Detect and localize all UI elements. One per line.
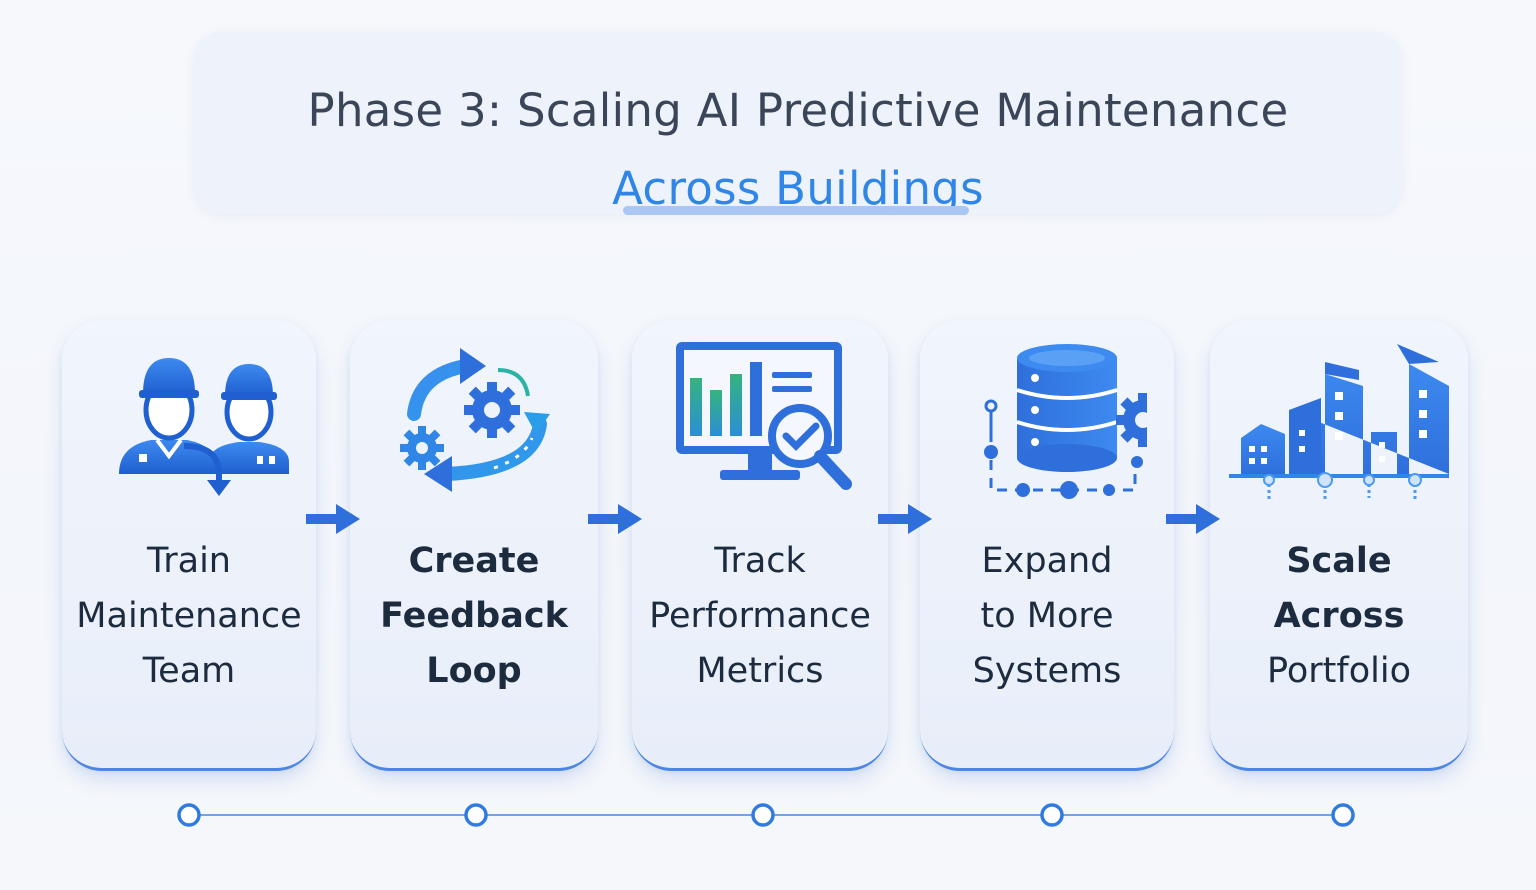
step-card-train-team: Train Maintenance Team <box>62 320 316 771</box>
flow-arrow-icon <box>306 504 360 534</box>
title-box: Phase 3: Scaling AI Predictive Maintenan… <box>194 32 1402 215</box>
timeline <box>177 803 1355 827</box>
timeline-node <box>1331 803 1355 827</box>
step-card-track-metrics: Track Performance Metrics <box>632 320 888 771</box>
timeline-node <box>177 803 201 827</box>
flow-arrow-icon <box>588 504 642 534</box>
step-card-feedback-loop: Create Feedback Loop <box>350 320 598 771</box>
performance-monitor-icon <box>632 334 888 510</box>
maintenance-team-icon <box>62 334 316 510</box>
step-label: Track Performance Metrics <box>649 541 871 691</box>
step-label: Create Feedback Loop <box>380 541 568 691</box>
database-gear-icon <box>920 334 1174 510</box>
timeline-node <box>751 803 775 827</box>
title-underline <box>623 206 969 215</box>
step-label: Expand to More Systems <box>972 541 1122 691</box>
timeline-node <box>1040 803 1064 827</box>
feedback-loop-icon <box>350 334 598 510</box>
flow-arrow-icon <box>878 504 932 534</box>
flow-arrow-icon <box>1166 504 1220 534</box>
step-label: Train Maintenance Team <box>76 541 302 691</box>
page-title: Phase 3: Scaling AI Predictive Maintenan… <box>307 84 1289 137</box>
step-label: Scale Across Portfolio <box>1267 541 1411 691</box>
buildings-portfolio-icon <box>1210 334 1468 510</box>
step-card-expand-systems: Expand to More Systems <box>920 320 1174 771</box>
timeline-node <box>464 803 488 827</box>
step-card-scale-portfolio: Scale Across Portfolio <box>1210 320 1468 771</box>
